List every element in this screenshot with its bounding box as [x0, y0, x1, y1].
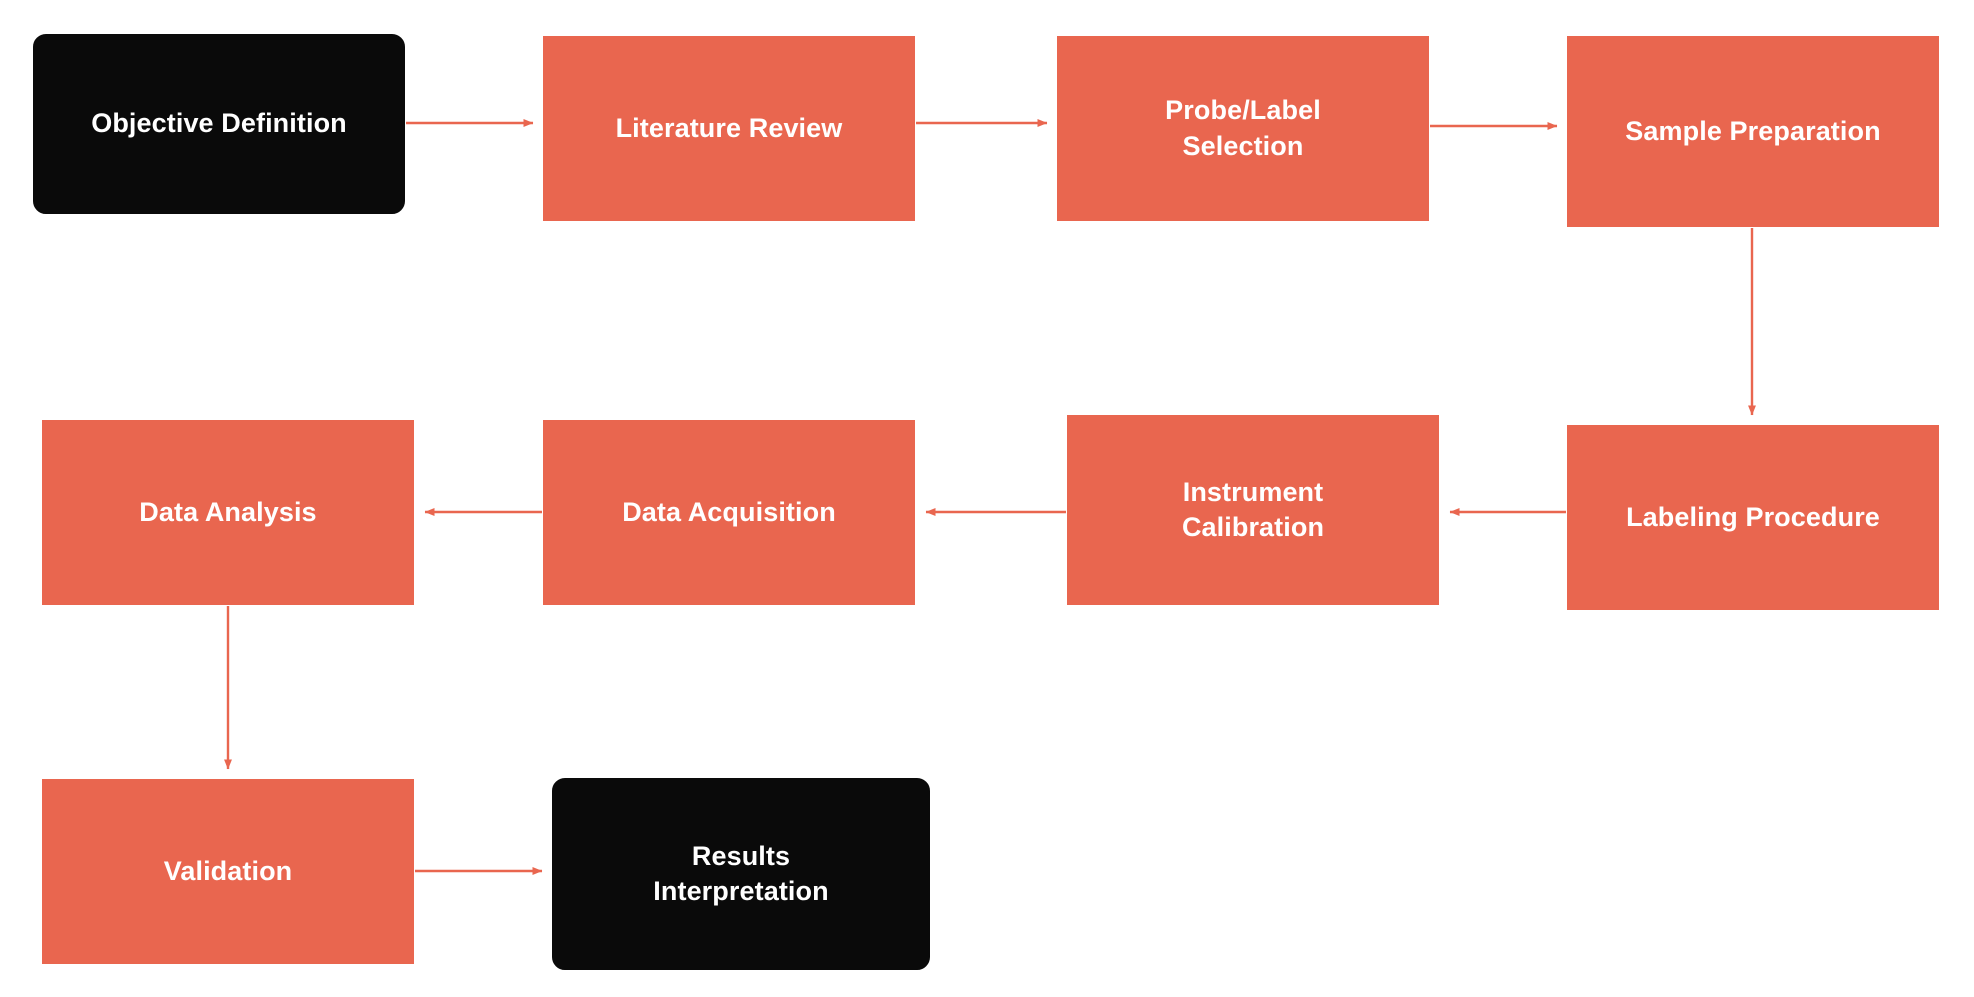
- node-objective-definition[interactable]: Objective Definition: [33, 34, 405, 214]
- node-literature-review[interactable]: Literature Review: [543, 36, 915, 221]
- node-label: Probe/Label Selection: [1165, 95, 1321, 161]
- node-validation[interactable]: Validation: [42, 779, 414, 964]
- node-label: Literature Review: [615, 112, 843, 143]
- node-data-acquisition[interactable]: Data Acquisition: [543, 420, 915, 605]
- node-label: Data Acquisition: [622, 496, 836, 527]
- node-label: Sample Preparation: [1625, 115, 1881, 146]
- node-label: Objective Definition: [91, 108, 347, 139]
- node-instrument-calibration[interactable]: Instrument Calibration: [1067, 415, 1439, 605]
- node-sample-preparation[interactable]: Sample Preparation: [1567, 36, 1939, 227]
- node-label: Validation: [163, 855, 293, 886]
- node-label: Instrument Calibration: [1181, 476, 1325, 542]
- node-data-analysis[interactable]: Data Analysis: [42, 420, 414, 605]
- node-label: Data Analysis: [139, 496, 317, 527]
- node-probe-label-selection[interactable]: Probe/Label Selection: [1057, 36, 1429, 221]
- node-results-interpretation[interactable]: Results Interpretation: [552, 778, 930, 970]
- node-label: Labeling Procedure: [1626, 501, 1880, 532]
- node-label: Results Interpretation: [653, 840, 829, 906]
- node-labeling-procedure[interactable]: Labeling Procedure: [1567, 425, 1939, 610]
